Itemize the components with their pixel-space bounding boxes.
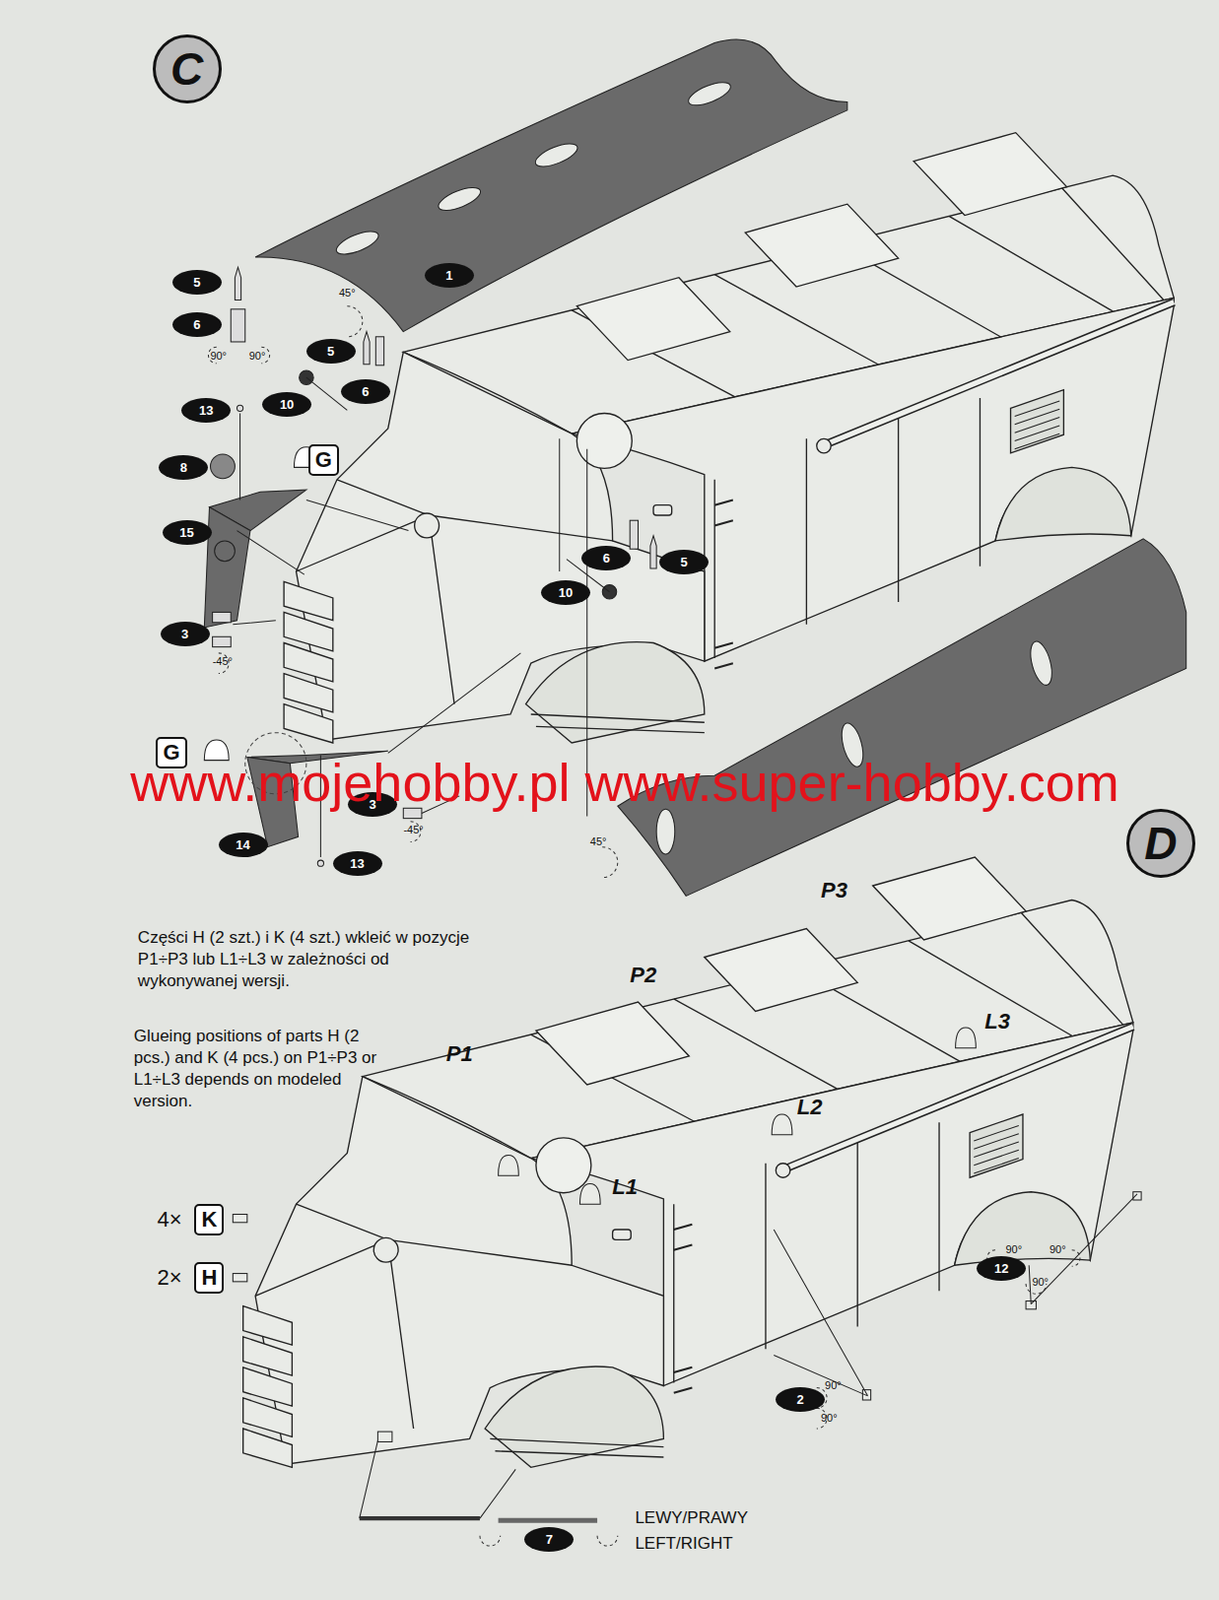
note-text: Glueing positions of parts H (2 pcs.) an… (134, 1025, 385, 1113)
annotation: 2× (156, 1265, 182, 1291)
annotation: LEWY/PRAWY (634, 1508, 748, 1529)
angle-label: -45° (212, 655, 233, 668)
node-text: 1 (445, 268, 453, 283)
callout-number: 3 (160, 621, 210, 647)
callout-number: 2 (775, 1387, 825, 1413)
node-text: 8 (180, 460, 188, 475)
angle-label: 90° (820, 1412, 838, 1424)
callout-number: 13 (333, 851, 383, 877)
node-text: 2 (797, 1392, 805, 1408)
node-text: 5 (193, 274, 201, 290)
callout-number: 6 (340, 379, 391, 405)
position-label: P3 (820, 878, 848, 904)
annotation: 4× (156, 1207, 182, 1233)
callout-number: 1 (424, 263, 475, 288)
callout-number: 12 (976, 1256, 1026, 1282)
part-letter-box: G (308, 444, 339, 476)
step-circle: D (1126, 809, 1196, 879)
note-text: Części H (2 szt.) i K (4 szt.) wkleić w … (137, 927, 475, 993)
angle-label: 90° (1031, 1276, 1049, 1288)
angle-label: 90° (1005, 1243, 1022, 1256)
node-text: 7 (545, 1532, 553, 1548)
step-circle: C (152, 34, 222, 104)
position-label: L1 (611, 1174, 638, 1201)
node-text: H (201, 1265, 217, 1291)
part-letter-box: K (194, 1204, 224, 1236)
position-label: L2 (797, 1094, 823, 1121)
callout-number: 5 (172, 270, 222, 295)
part-letter-box: H (194, 1262, 224, 1294)
position-label: L3 (984, 1009, 1011, 1035)
position-label: P1 (446, 1041, 474, 1068)
node-text: 10 (558, 585, 573, 601)
annotation: LEFT/RIGHT (634, 1534, 733, 1555)
angle-label: 45° (338, 286, 356, 299)
watermark: www.mojehobby.pl www.super-hobby.com (130, 751, 1119, 813)
node-text: 5 (680, 554, 688, 570)
node-text: 10 (279, 397, 294, 412)
node-text: 5 (327, 343, 335, 359)
callout-number: 6 (172, 312, 222, 338)
node-text: 15 (179, 525, 194, 541)
callout-number: 13 (181, 398, 231, 423)
angle-label: -45° (403, 823, 423, 836)
node-text: 6 (361, 384, 369, 400)
node-text: C (170, 42, 204, 96)
node-text: 13 (349, 856, 364, 872)
callout-number: 8 (158, 455, 208, 480)
node-text: K (201, 1207, 217, 1233)
node-text: D (1144, 816, 1177, 871)
angle-label: 90° (824, 1379, 842, 1392)
node-text: 13 (199, 403, 213, 418)
node-text: 6 (193, 317, 201, 333)
node-text: 3 (181, 626, 189, 642)
angle-label: 45° (590, 835, 608, 848)
angle-label: 90° (1049, 1243, 1067, 1256)
angle-label: 90° (209, 349, 227, 362)
callout-number: 7 (524, 1527, 574, 1553)
callout-number: 14 (218, 832, 269, 858)
position-label: P2 (629, 962, 657, 989)
node-text: 12 (994, 1261, 1009, 1277)
angle-label: 90° (249, 349, 267, 362)
callout-number: 10 (262, 392, 312, 417)
callout-number: 5 (306, 338, 356, 364)
node-text: G (315, 447, 333, 474)
node-text: 6 (603, 550, 610, 566)
node-text: 14 (235, 837, 250, 853)
callout-number: 15 (162, 520, 212, 545)
